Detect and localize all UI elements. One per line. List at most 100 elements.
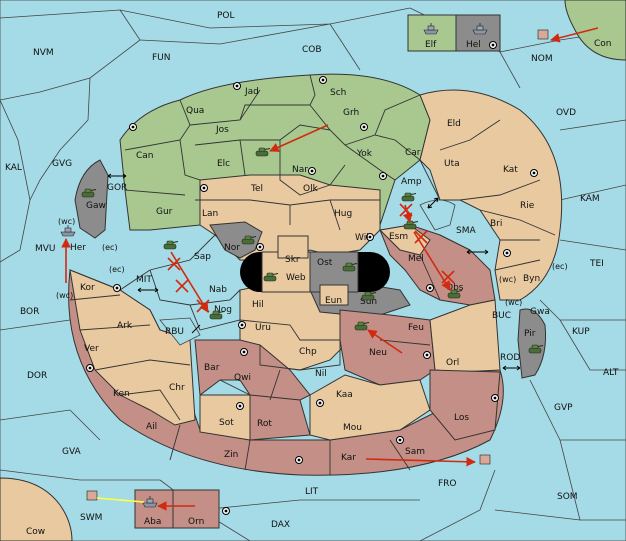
label-ken: Ken [113,389,130,399]
units [60,22,549,508]
label-pir: Pir [524,329,536,339]
coast-gwa-wc: (wc) [505,298,522,307]
label-gwa: Gwa [530,307,550,317]
label-nab: Nab [209,285,227,295]
region-feu-neu [339,309,436,386]
region-eastern-arc [419,89,563,301]
label-chr: Chr [169,383,185,393]
sea-label-rod: ROD [500,353,520,363]
province-aba[interactable] [134,489,174,529]
label-skr: Skr [285,255,300,265]
label-sun: Sun [360,297,377,307]
orders [61,27,599,511]
sea-label-alt: ALT [603,368,619,378]
label-can: Can [136,151,154,161]
label-sot: Sot [219,418,234,428]
label-orl: Orl [446,358,459,368]
label-web: Web [286,273,306,283]
province-pir[interactable] [517,308,546,379]
label-ark: Ark [117,321,133,331]
sea-rbu-inlet [159,317,201,346]
province-skr[interactable] [277,235,309,259]
retreat-marker-icon [537,29,549,40]
coast-kor-ec: (ec) [109,265,125,274]
label-esm: Esm [389,232,408,242]
sea-label-cob: COB [302,45,322,55]
label-ail: Ail [146,422,157,432]
label-sap: Sap [194,252,211,262]
sea-label-kup: KUP [572,327,590,337]
province-nor[interactable] [209,221,263,259]
label-obs: Obs [446,283,464,293]
label-olk: Olk [303,184,319,194]
label-nil: Nil [315,369,327,379]
label-grh: Grh [343,108,359,118]
label-los: Los [454,413,469,423]
label-lan: Lan [202,209,218,219]
label-sch: Sch [330,88,346,98]
sea-label-mit: MIT [136,275,152,285]
sea-label-fun: FUN [152,53,171,63]
sea-label-rbu: RBU [165,327,184,337]
sea-label-sma: SMA [456,226,476,236]
sea-label-gvp: GVP [554,403,573,413]
sea-label-ovd: OVD [556,108,576,118]
label-wil: Wil [355,233,369,243]
label-qwi: Qwi [234,373,251,383]
sea-label-dor: DOR [27,371,47,381]
label-hug: Hug [334,209,352,219]
label-kar: Kar [341,453,356,463]
label-ost: Ost [317,258,333,268]
label-chp: Chp [299,347,317,357]
label-yok: Yok [356,149,373,159]
sea-label-tei: TEI [589,259,604,269]
label-jad: Jad [244,87,259,97]
coast-byn-wc: (wc) [499,275,516,284]
coast-labels: (wc) (ec) (wc) (ec) (wc) (ec) (wc) [56,217,568,307]
sea-label-buc: BUC [492,311,511,321]
province-labels: Jad Sch Qua Jos Grh Can Elc Nar Yok Car … [70,40,550,527]
label-sam: Sam [405,447,425,457]
province-los[interactable] [429,369,501,441]
label-eun: Eun [325,296,342,306]
label-orn: Orn [188,517,204,527]
label-qua: Qua [186,106,204,116]
province-orn[interactable] [172,489,220,529]
label-uta: Uta [444,159,460,169]
province-gaw[interactable] [74,159,109,239]
label-rie: Rie [520,201,535,211]
label-uru: Uru [255,323,271,333]
label-nar: Nar [292,165,308,175]
label-her: Her [70,243,86,253]
label-hel: Hel [466,40,481,50]
sea-label-dax: DAX [271,520,290,530]
sea-labels: POL NVM FUN COB Con NOM OVD KAL GVG GOR … [5,11,619,537]
sea-label-gva: GVA [62,447,82,457]
coast-kor-wc: (wc) [56,291,73,300]
label-hil: Hil [252,300,264,310]
province-eun[interactable] [319,284,349,306]
label-tel: Tel [250,184,263,194]
label-neu: Neu [369,348,387,358]
sea-label-kam: KAM [580,194,600,204]
label-nor: Nor [224,243,240,253]
retreat-marker-icon [479,454,491,465]
province-rot[interactable] [249,394,311,441]
label-nog: Nog [214,305,232,315]
label-gur: Gur [156,207,173,217]
label-rot: Rot [257,419,272,429]
sea-label-bor: BOR [20,307,39,317]
sea-label-swm: SWM [80,513,102,523]
sea-label-nom: NOM [531,54,553,64]
label-feu: Feu [408,323,424,333]
label-car: Car [405,148,421,158]
province-cow[interactable] [0,477,73,541]
label-zin: Zin [224,450,238,460]
label-amp: Amp [401,177,422,187]
label-eld: Eld [447,119,461,129]
supply-centers [86,41,538,515]
coast-byn-ec: (ec) [552,262,568,271]
label-kaa: Kaa [336,390,353,400]
sea-label-pol: POL [217,11,235,21]
connection-arrows [107,173,521,371]
